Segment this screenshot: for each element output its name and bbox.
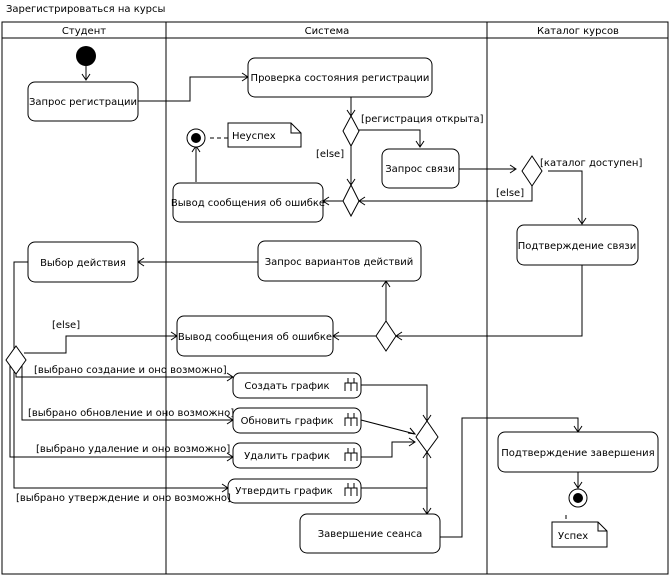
subactivity-rake-icon [344,378,358,391]
svg-text:Запрос вариантов действий: Запрос вариантов действий [265,257,414,268]
action-error-output: Вывод сообщения об ошибке [171,182,325,223]
guard-update: [выбрано обновление и оно возможно] [28,408,234,419]
svg-text:Обновить график: Обновить график [241,416,334,427]
svg-text:Выбор действия: Выбор действия [40,258,126,269]
action-delete-schedule: Удалить график [232,442,362,469]
guard-else-catalog: [else] [496,188,524,199]
svg-text:Запрос регистрации: Запрос регистрации [29,97,137,108]
guard-else-choice: [else] [52,320,80,331]
diagram-title: Зарегистрироваться на курсы [6,4,165,15]
guard-approve: [выбрано утверждение и оно возможно] [16,493,231,504]
action-check-registration: Проверка состояния регистрации [247,57,433,98]
decision-catalog [521,155,543,187]
action-choose-action: Выбор действия [27,241,139,283]
note-failure: Неуспех [227,122,302,148]
decision-registration [342,114,360,148]
note-success: Успех [551,521,608,548]
merge-schedule [415,420,439,453]
guard-delete: [выбрано удаление и оно возможно] [36,444,230,455]
action-confirm-connection: Подтверждение связи [516,224,639,266]
connectors [9,66,587,538]
final-node-success [568,488,588,508]
action-update-schedule: Обновить график [232,407,362,434]
svg-text:Проверка состояния регистрации: Проверка состояния регистрации [251,73,430,84]
svg-text:Создать график: Создать график [244,381,329,392]
action-confirm-completion: Подтверждение завершения [497,431,659,473]
action-request-registration: Запрос регистрации [27,81,139,122]
guard-catalog-available: [каталог доступен] [540,158,642,169]
subactivity-rake-icon [344,483,358,496]
initial-node [76,46,96,66]
svg-text:Завершение сеанса: Завершение сеанса [318,529,423,540]
lane-header-system: Система [305,26,350,37]
action-request-options: Запрос вариантов действий [257,240,422,282]
action-end-session: Завершение сеанса [299,513,441,554]
lane-header-catalog: Каталог курсов [537,26,619,37]
svg-text:Утвердить график: Утвердить график [235,486,332,497]
final-node-failure [186,128,206,148]
action-approve-schedule: Утвердить график [227,478,362,504]
decision-student-choice [5,345,27,375]
decision-options [375,320,397,352]
swimlane-frame [1,21,669,575]
svg-text:Подтверждение связи: Подтверждение связи [518,241,636,252]
action-request-connection: Запрос связи [381,148,460,189]
guard-else-registration: [else] [316,149,344,160]
note-failure-text: Неуспех [232,131,276,142]
svg-text:Подтверждение завершения: Подтверждение завершения [501,448,654,459]
action-error-output-2: Вывод сообщения об ошибке [176,315,334,357]
action-create-schedule: Создать график [232,372,362,399]
subactivity-rake-icon [344,448,358,461]
lane-header-student: Студент [62,26,106,37]
svg-text:Вывод сообщения об ошибке: Вывод сообщения об ошибке [178,332,332,343]
svg-text:Удалить график: Удалить график [244,451,330,462]
subactivity-rake-icon [344,413,358,426]
merge-error [342,183,360,218]
svg-text:Вывод сообщения об ошибке: Вывод сообщения об ошибке [171,198,325,209]
guard-registration-open: [регистрация открыта] [361,114,484,125]
guard-create: [выбрано создание и оно возможно] [34,365,227,376]
svg-text:Запрос связи: Запрос связи [385,164,454,175]
note-success-text: Успех [558,531,588,542]
